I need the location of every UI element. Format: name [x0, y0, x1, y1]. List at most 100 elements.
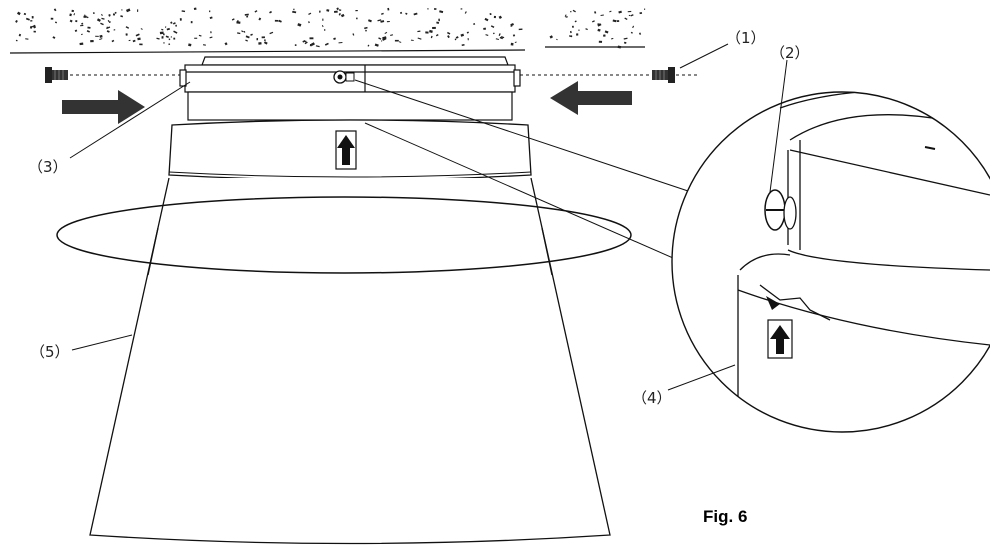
ceiling-speck [439, 10, 444, 14]
ceiling-speck [493, 32, 495, 35]
ceiling-speck [336, 7, 340, 11]
ceiling-speck [417, 30, 421, 33]
ceiling-speck [460, 8, 463, 10]
ceiling-speck [574, 20, 577, 23]
ceiling-speck [209, 16, 213, 20]
ceiling-speck [364, 26, 368, 30]
figure-caption: Fig. 6 [703, 507, 747, 526]
callout-3: （3） [28, 158, 68, 176]
ceiling-speck [632, 25, 635, 29]
ceiling-speck [16, 11, 21, 16]
ceiling-speck [499, 36, 504, 40]
ceiling-speck [518, 28, 523, 31]
ceiling-speck [25, 38, 29, 40]
ceiling-speck [639, 32, 642, 35]
ceiling-speck [564, 14, 567, 17]
ceiling-speck [246, 15, 249, 18]
ceiling-speck [308, 21, 310, 24]
ceiling-speck [333, 37, 336, 41]
ceiling-speck [311, 42, 315, 46]
ceiling-speck [258, 17, 262, 21]
ceiling-speck [380, 20, 385, 23]
ceiling-speck [243, 30, 246, 33]
ceiling-speck [565, 16, 568, 18]
ceiling-speck [83, 15, 87, 18]
ceiling-speck [603, 34, 606, 37]
ceiling-speck [128, 39, 131, 42]
ceiling-speck [101, 13, 103, 17]
ceiling-speck [237, 32, 241, 35]
ceiling-edge-left [9, 49, 526, 54]
ceiling-speck [274, 19, 279, 22]
ceiling-speck [258, 42, 262, 45]
ceiling-speck [394, 39, 399, 42]
ceiling-speck [413, 12, 418, 16]
ceiling-speck [500, 35, 505, 39]
ceiling-speck [455, 36, 459, 39]
ceiling-speck [609, 10, 612, 13]
ceiling-speck [125, 26, 130, 29]
ceiling-speck [352, 33, 355, 36]
callout-1: （1） [726, 29, 766, 47]
ceiling-speck [18, 33, 22, 37]
ceiling-speck [309, 37, 314, 40]
ceiling-speck [384, 31, 388, 35]
ceiling-speck [30, 20, 33, 22]
ceiling-speck [623, 41, 627, 44]
lamp-shade [89, 177, 611, 545]
ceiling-speck [624, 17, 628, 21]
ceiling-speck [630, 14, 634, 17]
ceiling-speck [80, 24, 84, 27]
ceiling-speck [80, 33, 83, 36]
screw-icon [45, 67, 68, 83]
ceiling-speck [95, 35, 99, 37]
ceiling-speck [510, 42, 514, 46]
ceiling-speck [209, 10, 211, 13]
ceiling-speck [263, 41, 268, 45]
ceiling-speck [81, 22, 84, 25]
ceiling-speck [326, 9, 330, 12]
push-arrow-icon [550, 81, 632, 115]
ceiling-speck [54, 21, 58, 24]
ceiling-speck [161, 36, 164, 39]
ceiling-speck [405, 12, 408, 15]
ceiling-speck [137, 9, 139, 12]
ceiling-speck [454, 38, 457, 41]
ceiling-speck [108, 14, 111, 17]
ceiling-speck [190, 21, 193, 24]
ceiling-speck [340, 13, 345, 18]
detail-up-arrow-label-icon [767, 319, 793, 359]
ceiling-speck [381, 12, 384, 15]
ceiling-speck [578, 29, 580, 31]
ceiling-speck [74, 29, 78, 33]
ceiling-speck [170, 36, 173, 38]
ceiling-speck [86, 29, 91, 33]
ceiling-speck [628, 14, 631, 17]
ceiling-speck [132, 39, 136, 43]
ceiling-speck [318, 10, 321, 13]
ceiling-speck [597, 28, 601, 32]
ceiling-speck [387, 7, 390, 11]
ceiling-speck [630, 31, 633, 34]
ceiling-speck [250, 33, 253, 36]
ceiling-speck [210, 31, 212, 34]
ceiling-speck [121, 9, 123, 11]
ceiling-speck [333, 10, 338, 13]
ceiling-speck [549, 35, 554, 39]
ceiling-speck [99, 38, 103, 40]
ceiling-speck [165, 35, 169, 38]
ceiling-speck [264, 39, 266, 41]
ceiling-speck [576, 33, 579, 36]
callout-5: （5） [30, 343, 70, 361]
ceiling-speck [111, 39, 115, 43]
ceiling-speck [570, 10, 572, 13]
ceiling-speck [598, 40, 603, 43]
ceiling-speck [324, 29, 326, 31]
callout-4: （4） [632, 389, 672, 407]
ceiling-speck [292, 10, 297, 14]
ceiling-speck [73, 13, 76, 16]
ceiling-speck [188, 43, 192, 47]
ceiling-speck [99, 34, 103, 38]
ceiling-speck [427, 8, 429, 10]
